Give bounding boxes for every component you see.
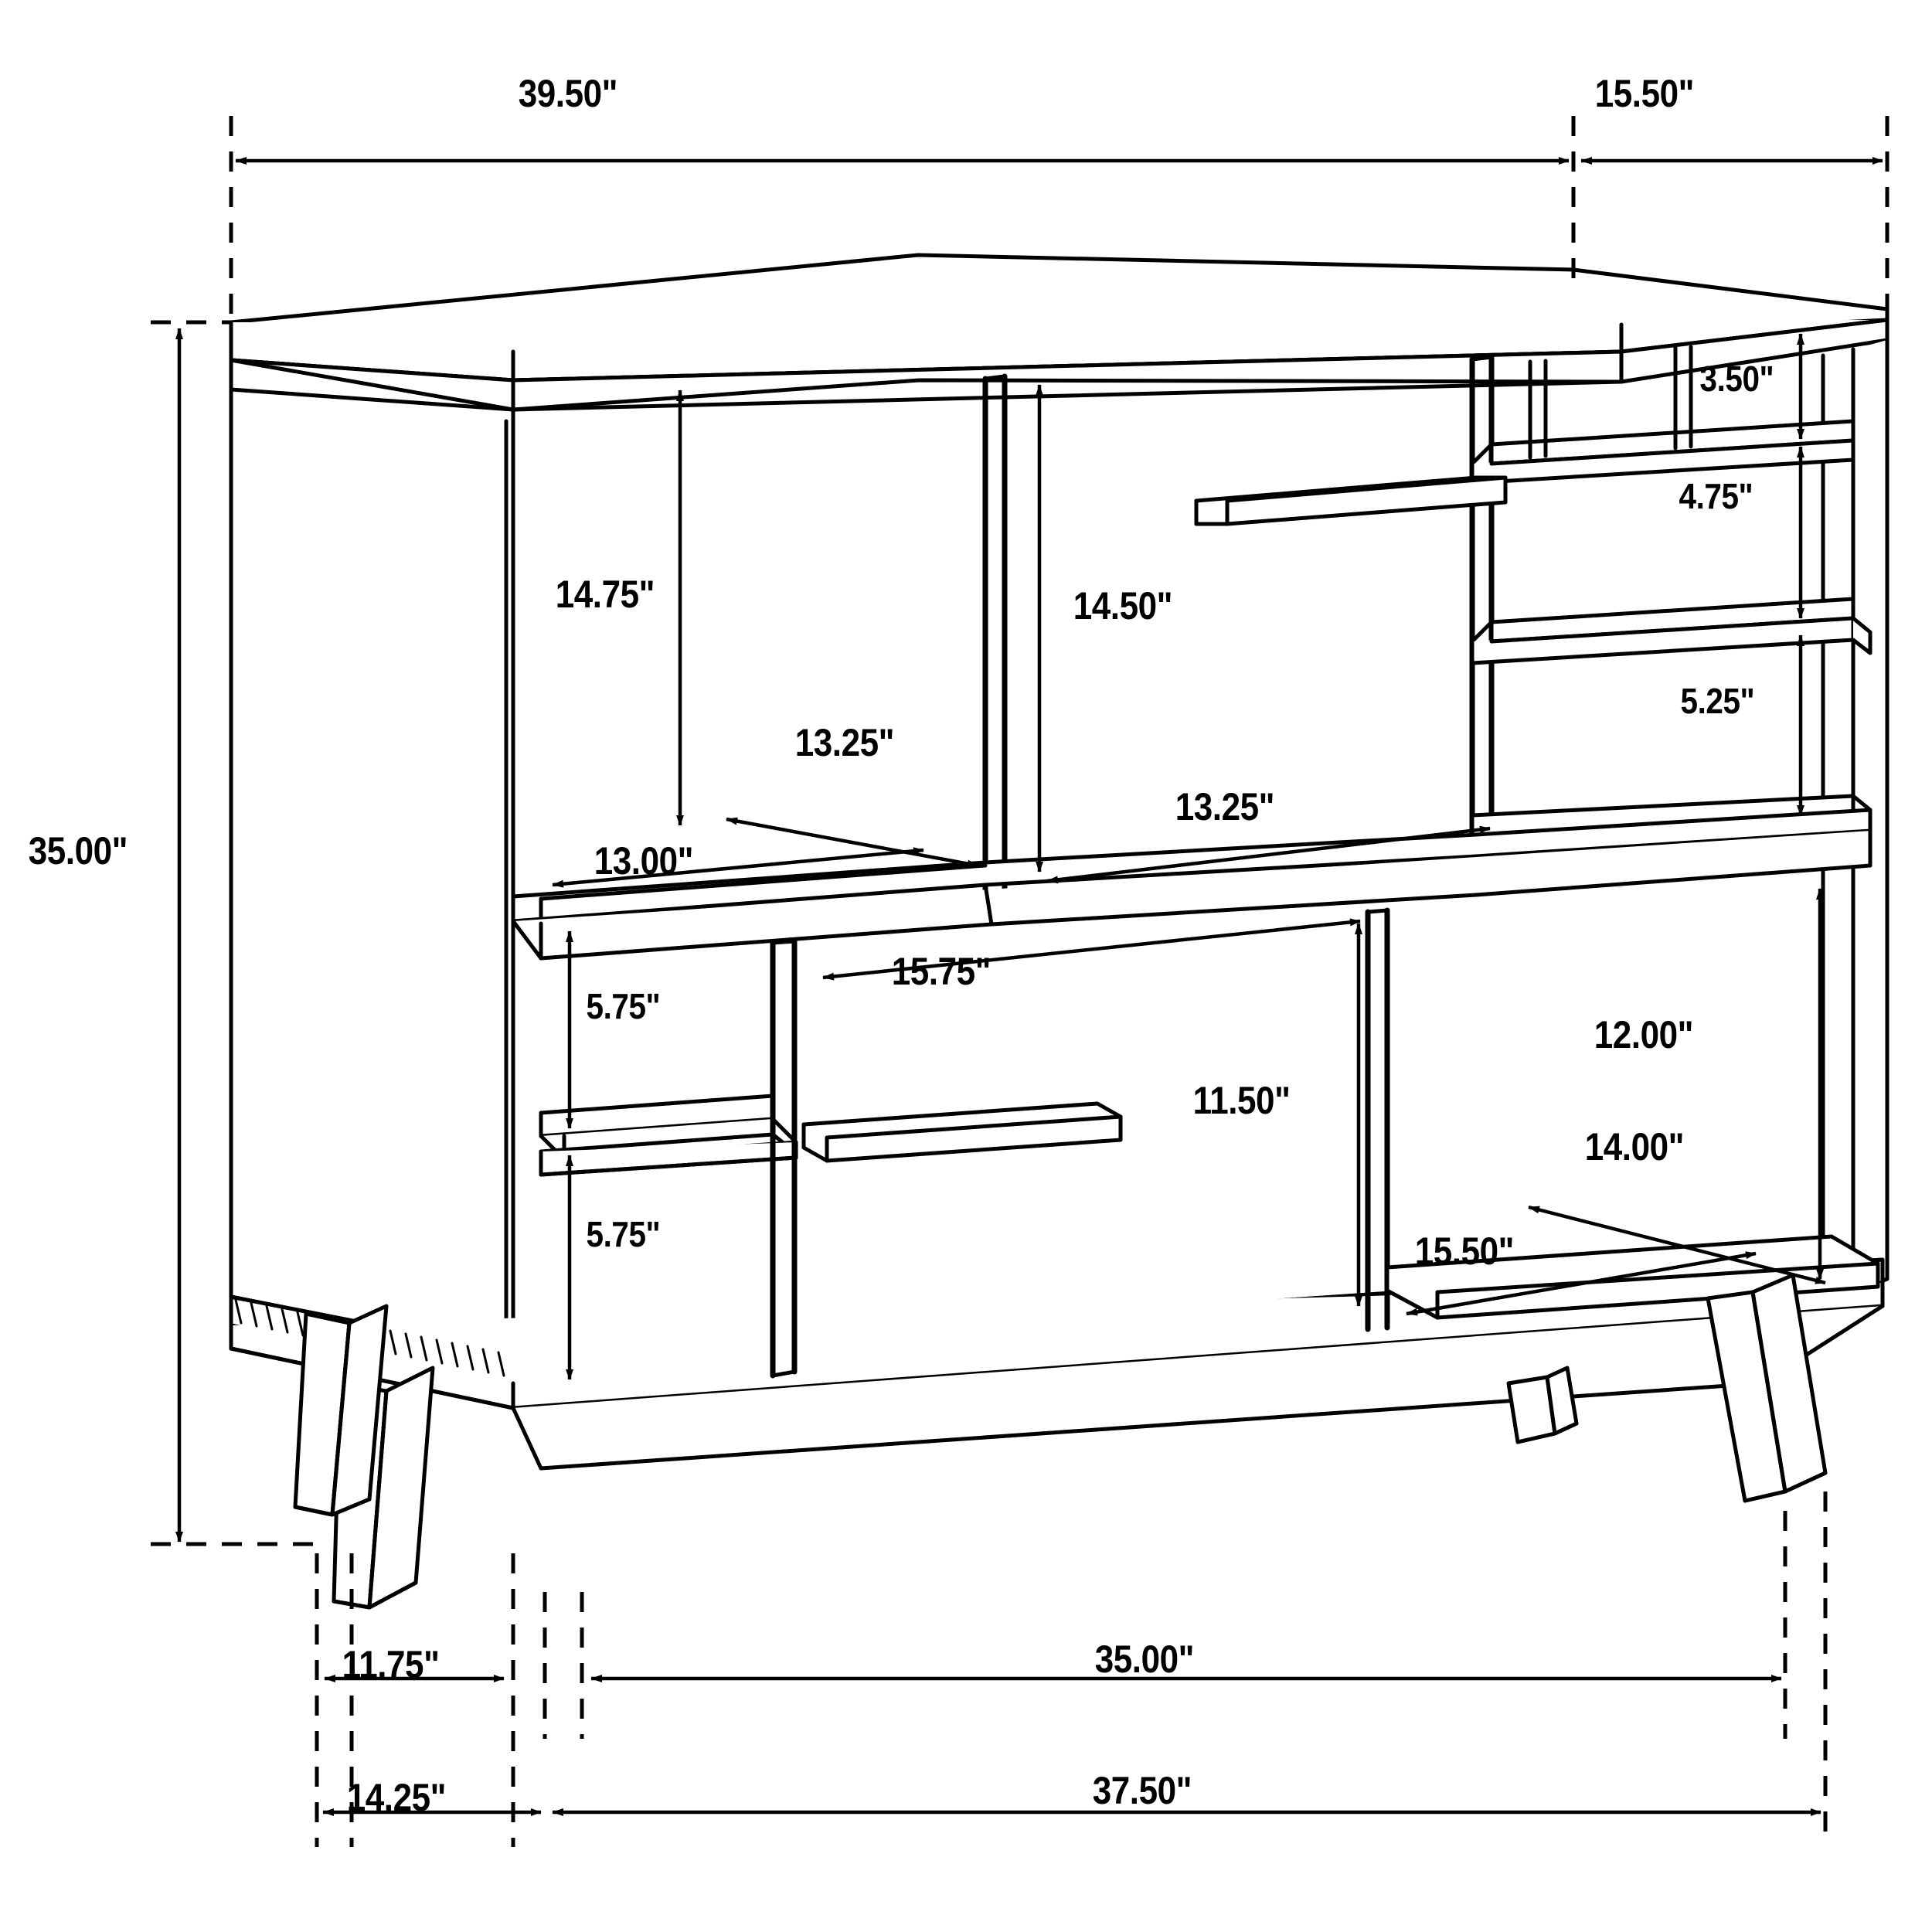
dim-label-lower-cubby-height: 5.25" bbox=[1680, 681, 1755, 721]
dim-label-left-door-width-lower: 13.00" bbox=[594, 839, 694, 883]
dim-label-right-lower-width: 15.50" bbox=[1414, 1230, 1515, 1273]
dim-label-base-inner-width: 35.00" bbox=[1094, 1638, 1195, 1681]
dim-label-leg-span: 14.25" bbox=[346, 1776, 447, 1819]
dim-label-lower-center-height: 11.50" bbox=[1192, 1079, 1291, 1122]
dim-label-left-door-width: 13.25" bbox=[794, 721, 895, 764]
dim-label-lower-center-width: 15.75" bbox=[891, 950, 992, 993]
dim-label-top-depth: 15.50" bbox=[1594, 72, 1695, 115]
dim-label-right-lower-height: 12.00" bbox=[1594, 1013, 1694, 1056]
dim-label-left-door-height: 14.75" bbox=[555, 573, 655, 616]
dim-label-leg-inset: 11.75" bbox=[342, 1643, 440, 1686]
dim-label-right-lower-depth: 14.00" bbox=[1584, 1125, 1685, 1168]
dim-label-mid-cubby-height: 4.75" bbox=[1679, 476, 1753, 516]
dim-label-overall-height: 35.00" bbox=[28, 829, 128, 872]
dim-label-left-shelf-lower: 5.75" bbox=[586, 1214, 661, 1254]
dim-label-center-door-width: 13.25" bbox=[1175, 785, 1275, 828]
dim-label-left-shelf-upper: 5.75" bbox=[586, 986, 661, 1026]
dim-label-center-door-height: 14.50" bbox=[1073, 584, 1173, 628]
cabinet-body bbox=[229, 253, 1889, 1610]
dim-label-top-cubby-height: 3.50" bbox=[1699, 359, 1774, 399]
dim-label-top-width: 39.50" bbox=[518, 72, 618, 115]
dim-label-base-outer-width: 37.50" bbox=[1092, 1769, 1192, 1812]
dimension-lines bbox=[151, 116, 1889, 1847]
